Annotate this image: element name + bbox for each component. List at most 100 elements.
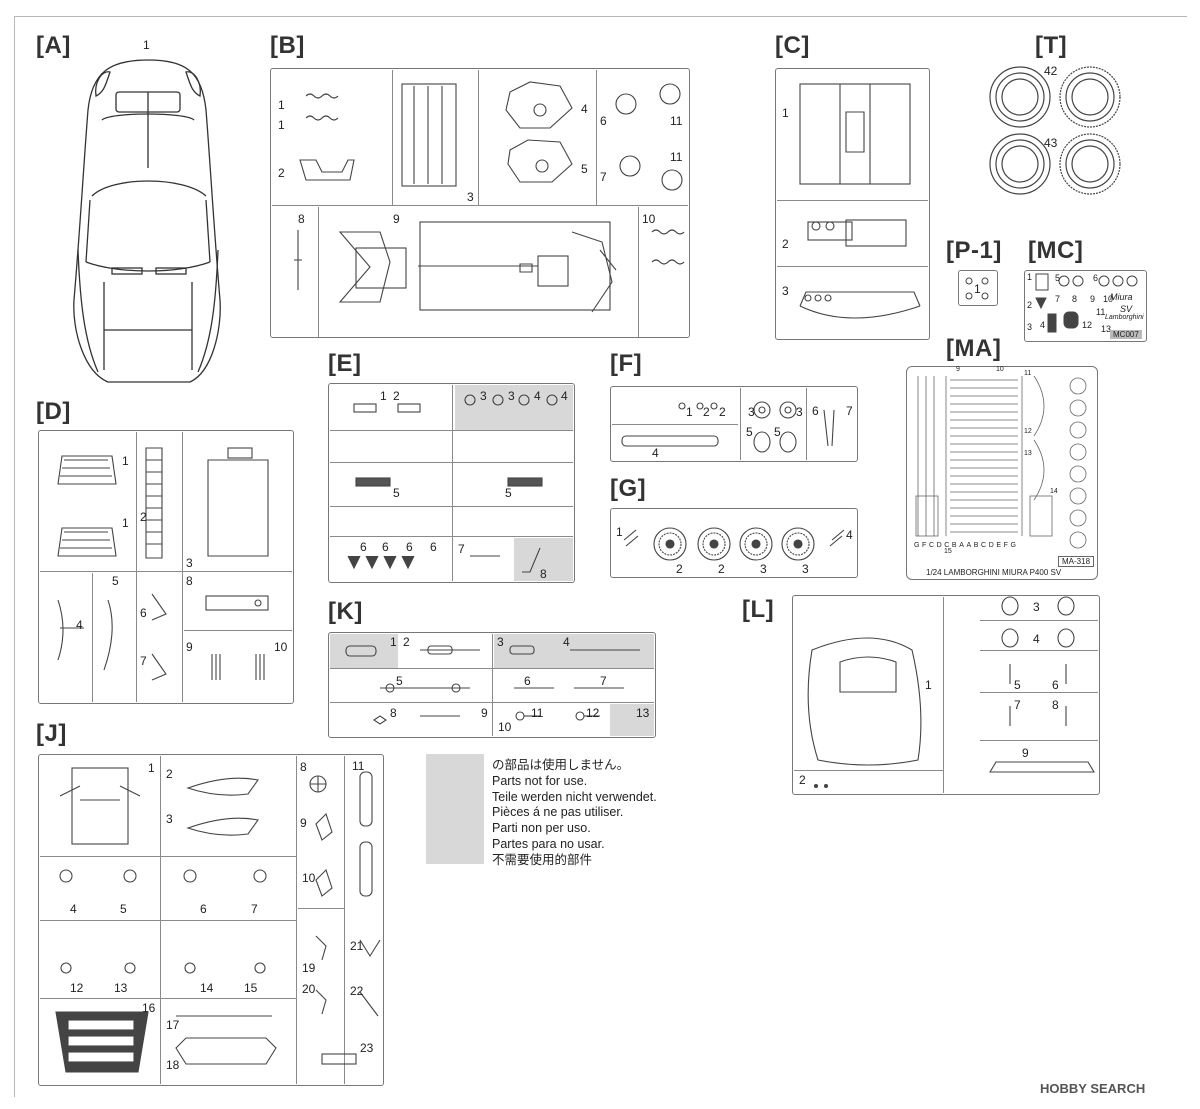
sprue-l-bar [980,740,1098,741]
sprue-e-bar [330,536,573,537]
sprue-b-bar [392,70,393,205]
part-mc-num: 10 [1103,294,1114,304]
part-j-num: 7 [251,902,258,916]
part-k-num: 9 [481,706,488,720]
part-j-num: 6 [200,902,207,916]
sprue-j-bar [298,908,344,909]
part-b-label: [B] [270,32,305,59]
part-e-num: 8 [540,567,547,581]
part-g-num: 4 [846,528,853,542]
sprue-d-bar [184,630,292,631]
part-mc-num: 9 [1090,294,1096,304]
sprue-l-bar [980,650,1098,651]
sprue-l-bar [980,692,1098,693]
part-f-num: 5 [746,425,753,439]
sprue-f-bar [806,388,807,460]
sprue-e-bar [330,462,573,463]
part-e-num: 6 [430,540,437,554]
part-j-num: 19 [302,961,316,975]
part-b-num: 7 [600,170,607,184]
part-e-num: 3 [480,389,487,403]
part-e-num: 4 [534,389,541,403]
part-k-num: 12 [586,706,600,720]
part-d-num: 1 [122,516,129,530]
part-j-num: 13 [114,981,128,995]
part-l-num: 1 [925,678,932,692]
part-k-label: [K] [328,598,363,625]
sprue-j-bar [344,756,345,1084]
part-f-num: 5 [774,425,781,439]
part-mc-num: 11 [1096,307,1106,317]
part-p1-sheet [958,270,998,306]
sprue-c [775,68,930,340]
part-mc-num: 6 [1093,273,1099,283]
part-j-num: 18 [166,1058,180,1072]
part-k-num: 6 [524,674,531,688]
sprue-l-bar [980,620,1098,621]
part-d-num: 9 [186,640,193,654]
note-line: Teile werden nicht verwendet. [492,789,657,804]
sprue-f-bar [740,388,741,460]
part-mc-num: 3 [1027,322,1033,332]
part-b-num: 10 [642,212,656,226]
part-j-num: 21 [350,939,364,953]
part-mc-num: 12 [1082,320,1093,330]
sprue-f-bar [612,424,738,425]
part-p1-num: 1 [974,282,981,296]
part-j-num: 12 [70,981,84,995]
sprue-e-bar [330,430,573,431]
part-d-num: 2 [140,510,147,524]
part-l-num: 3 [1033,600,1040,614]
part-g-num: 3 [802,562,809,576]
page-frame [14,16,1187,1097]
part-f-num: 3 [748,405,755,419]
part-c-num: 3 [782,284,789,298]
part-e-num: 4 [561,389,568,403]
part-j-num: 4 [70,902,77,916]
part-l-num: 5 [1014,678,1021,692]
part-mc-label: [MC] [1028,237,1084,264]
part-f-num: 2 [703,405,710,419]
sprue-b-bar [596,70,597,205]
part-j-num: 17 [166,1018,180,1032]
sprue-j-bar [40,998,296,999]
part-b-num: 1 [278,98,285,112]
part-b-num: 11 [670,114,683,128]
part-f-num: 6 [812,404,819,418]
sprue-l-bar [943,597,944,793]
sprue-d-bar [40,571,292,572]
sprue-b-bar [638,207,639,337]
sprue-l-bar [794,770,943,771]
etch-code: MA-318 [1058,556,1095,567]
part-l-num: 9 [1022,746,1029,760]
watermark: HOBBY SEARCH [1040,1081,1146,1096]
part-e-num: 5 [505,486,512,500]
part-k-num: 5 [396,674,403,688]
part-ma-num: 12 [1024,428,1032,435]
part-b-num: 6 [600,114,607,128]
part-k-num: 7 [600,674,607,688]
part-k-num: 1 [390,635,397,649]
part-t-label: [T] [1035,32,1068,59]
part-j-num: 9 [300,816,307,830]
sprue-e-bar [452,385,453,581]
part-l-num: 7 [1014,698,1021,712]
part-f-num: 2 [719,405,726,419]
part-g-num: 2 [676,562,683,576]
part-d-num: 1 [122,454,129,468]
unused-area [610,704,654,736]
unused-area [330,634,398,668]
part-l-num: 6 [1052,678,1059,692]
sprue-g [610,508,858,578]
note-line: Partes para no usar. [492,836,605,851]
part-mc-num: 4 [1040,320,1046,330]
part-j-num: 14 [200,981,214,995]
note-line: の部品は使用しません。 [492,758,630,772]
part-b-num: 3 [467,190,474,204]
